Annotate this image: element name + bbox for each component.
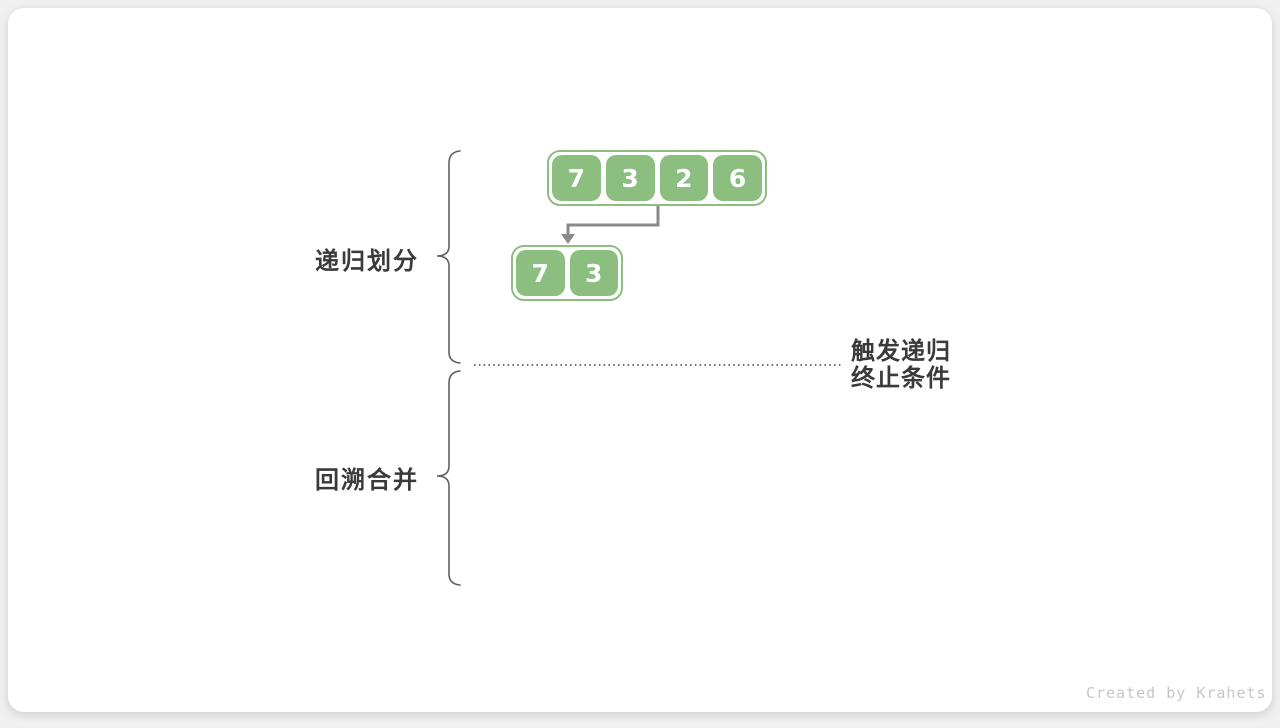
array-cell: 7 — [516, 250, 565, 296]
brace-merge-icon — [436, 370, 461, 586]
diagram-lines — [436, 150, 843, 586]
array-cell: 3 — [569, 250, 618, 296]
watermark: Created by Krahets — [1086, 684, 1267, 702]
divide-arrow-line — [566, 206, 660, 236]
label-termination-line1: 触发递归 — [851, 338, 951, 365]
array-cell: 6 — [713, 155, 762, 201]
array-cell: 3 — [605, 155, 655, 201]
divide-arrow-head-icon — [561, 234, 575, 244]
label-recursive-divide: 递归划分 — [315, 248, 419, 275]
label-backtrack-merge: 回溯合并 — [315, 467, 419, 494]
array-cell: 7 — [552, 155, 601, 201]
brace-divide-icon — [436, 150, 461, 364]
label-termination-line2: 终止条件 — [851, 365, 951, 392]
array-cell: 2 — [659, 155, 709, 201]
label-termination-condition: 触发递归 终止条件 — [851, 338, 951, 392]
